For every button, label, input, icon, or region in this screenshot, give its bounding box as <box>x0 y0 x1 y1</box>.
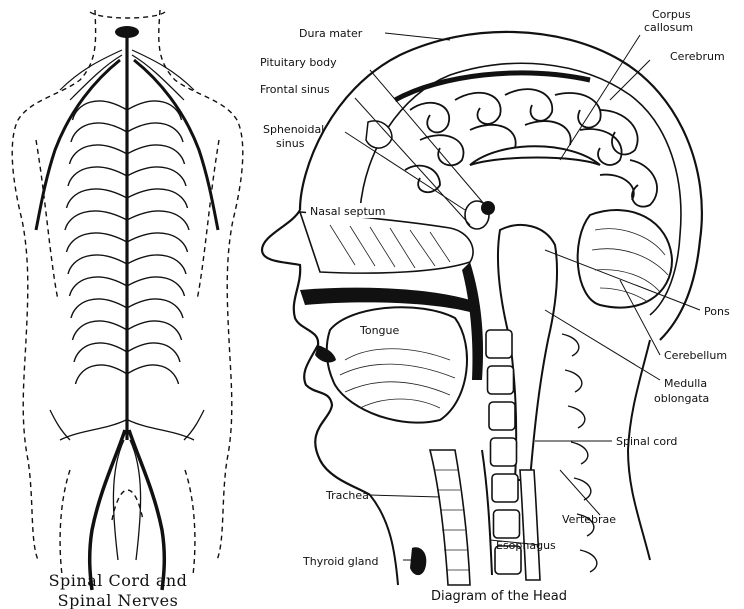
intercostal-nerve <box>71 299 127 318</box>
vertebra <box>491 438 517 466</box>
brain-fold <box>410 103 449 133</box>
esophagus <box>482 450 492 575</box>
label-tongue: Tongue <box>359 324 400 337</box>
brain-fold <box>630 160 657 207</box>
leader-trachea <box>370 495 440 497</box>
label-nasal-septum: Nasal septum <box>310 205 385 218</box>
spinous-process <box>565 370 582 392</box>
torso-outline-right <box>159 10 243 560</box>
brain-fold <box>555 93 601 128</box>
brain-fold <box>470 125 516 148</box>
spinal-cord-figure <box>12 10 243 590</box>
intercostal-nerve <box>76 365 128 384</box>
thyroid-gland <box>410 547 426 575</box>
intercostal-nerve <box>73 321 128 340</box>
intercostal-nerve <box>127 167 186 186</box>
vertebra <box>488 366 514 394</box>
leader-sphenoidal-sinus <box>345 132 465 210</box>
spinous-process <box>571 442 588 464</box>
label-spinal-cord: Spinal cord <box>616 435 677 448</box>
leader-corpus-callosum <box>560 35 640 160</box>
brain-fold <box>600 175 634 200</box>
label-corpus-2: callosum <box>644 21 693 34</box>
leader-vertebrae <box>560 470 600 515</box>
head-section-figure <box>262 32 702 585</box>
label-dura-mater: Dura mater <box>299 27 363 40</box>
intercostal-nerve <box>127 321 182 340</box>
intercostal-nerve <box>65 211 127 230</box>
left-caption-line1: Spinal Cord and <box>49 571 188 590</box>
right-sciatic-nerve <box>129 430 164 590</box>
brain-fold <box>525 121 571 145</box>
brain-fold <box>420 135 464 165</box>
intercostal-nerve <box>67 189 128 208</box>
label-sphenoidal-2: sinus <box>276 137 305 150</box>
label-medulla-2: oblongata <box>654 392 709 405</box>
right-leg-outline <box>185 470 195 575</box>
left-caption-line2: Spinal Nerves <box>58 591 179 609</box>
left-brachial-nerve <box>36 60 120 230</box>
intercostal-nerve <box>127 343 180 362</box>
label-vertebrae: Vertebrae <box>562 513 616 526</box>
leader-medulla <box>545 310 660 380</box>
label-cerebellum: Cerebellum <box>664 349 727 362</box>
right-brachial-nerve <box>134 60 218 230</box>
right-caption: Diagram of the Head <box>431 589 567 604</box>
label-pituitary-body: Pituitary body <box>260 56 337 69</box>
brain-fold <box>505 89 552 121</box>
neck-back-outline <box>628 340 650 560</box>
vertebra <box>494 510 520 538</box>
intercostal-nerve <box>127 233 188 252</box>
label-trachea: Trachea <box>325 489 369 502</box>
intercostal-nerve <box>127 145 185 164</box>
intercostal-nerve <box>127 255 186 274</box>
spinous-process <box>580 550 597 572</box>
vertebra <box>492 474 518 502</box>
vertebra <box>489 402 515 430</box>
spinous-process <box>562 334 579 356</box>
corpus-callosum <box>470 146 600 165</box>
label-medulla-1: Medulla <box>664 377 707 390</box>
brain-fold <box>405 166 440 193</box>
intercostal-nerve <box>71 123 127 142</box>
intercostal-nerve <box>127 299 183 318</box>
intercostal-nerve <box>127 365 179 384</box>
left-leg-outline <box>60 470 70 575</box>
cerebellum <box>578 210 672 308</box>
crotch-outline <box>112 490 143 520</box>
label-corpus-1: Corpus <box>652 8 691 21</box>
right-neck-nerves <box>132 50 194 100</box>
vertebra <box>486 330 512 358</box>
intercostal-nerve <box>74 343 127 362</box>
neck-outline <box>90 12 165 18</box>
intercostal-nerve <box>127 211 189 230</box>
intercostal-nerve <box>70 145 128 164</box>
intercostal-nerve <box>127 123 183 142</box>
intercostal-nerve <box>70 277 128 296</box>
intercostal-nerve <box>68 167 127 186</box>
intercostal-nerve <box>127 189 188 208</box>
neck-spinal-cord <box>520 470 540 580</box>
leader-dura-mater <box>385 33 450 40</box>
label-pons: Pons <box>704 305 730 318</box>
left-sciatic-nerve <box>90 430 125 590</box>
label-sphenoidal-1: Sphenoidal <box>263 123 324 136</box>
torso-outline-left <box>12 10 95 560</box>
intercostal-nerve <box>127 277 185 296</box>
label-cerebrum: Cerebrum <box>670 50 725 63</box>
label-thyroid-gland: Thyroid gland <box>302 555 378 568</box>
nasal-cavity <box>300 212 473 273</box>
intercostal-nerve <box>68 255 127 274</box>
left-neck-nerves <box>60 50 122 100</box>
neck-front-outline <box>370 495 398 585</box>
label-esophagus: Esophagus <box>496 539 556 552</box>
brain-fold <box>455 93 501 124</box>
spinous-process <box>568 406 585 428</box>
intercostal-nerve <box>67 233 128 252</box>
label-frontal-sinus: Frontal sinus <box>260 83 330 96</box>
